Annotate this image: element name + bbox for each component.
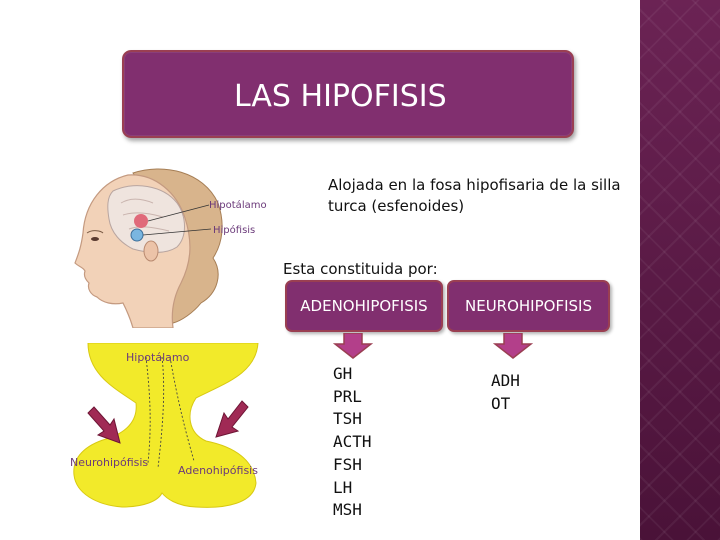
neuro-down-arrow-icon bbox=[493, 333, 533, 359]
neuro-hormone-list: ADH OT bbox=[491, 370, 520, 415]
hormone-item: TSH bbox=[333, 409, 362, 429]
hormone-item: ACTH bbox=[333, 432, 372, 452]
head-illustration: Hipotálamo Hipófisis bbox=[73, 163, 275, 329]
hypothalamus-label: Hipotálamo bbox=[209, 199, 267, 211]
adenohipofisis-box: ADENOHIPOFISIS bbox=[285, 280, 443, 332]
page-title: LAS HIPOFISIS bbox=[234, 79, 447, 114]
hormone-item: GH bbox=[333, 364, 353, 383]
constituted-label: Esta constituida por: bbox=[283, 260, 438, 278]
adeno-hormone-list: GH PRL TSH ACTH FSH LH MSH bbox=[333, 363, 372, 522]
adeno-down-arrow-icon bbox=[333, 333, 373, 359]
hormone-item: MSH bbox=[333, 500, 362, 520]
hormone-item: LH bbox=[333, 477, 353, 497]
hormone-item: FSH bbox=[333, 454, 362, 474]
hormone-item: OT bbox=[491, 393, 511, 413]
gland-hypothalamus-label: Hipotálamo bbox=[126, 351, 190, 364]
title-box bbox=[122, 50, 574, 138]
adenohypophysis-label: Adenohipófisis bbox=[178, 464, 258, 477]
neurohipofisis-box: NEUROHIPOFISIS bbox=[447, 280, 610, 332]
gland-illustration: Hipotálamo Neurohipófisis Adenohipófisis bbox=[66, 342, 280, 510]
hormone-item: ADH bbox=[491, 371, 520, 390]
pituitary-label: Hipófisis bbox=[213, 224, 255, 236]
neurohypophysis-label: Neurohipófisis bbox=[70, 456, 148, 469]
description-text: Alojada en la fosa hipofisaria de la sil… bbox=[328, 176, 621, 215]
hormone-item: PRL bbox=[333, 386, 362, 406]
decorative-side-band bbox=[640, 0, 720, 540]
